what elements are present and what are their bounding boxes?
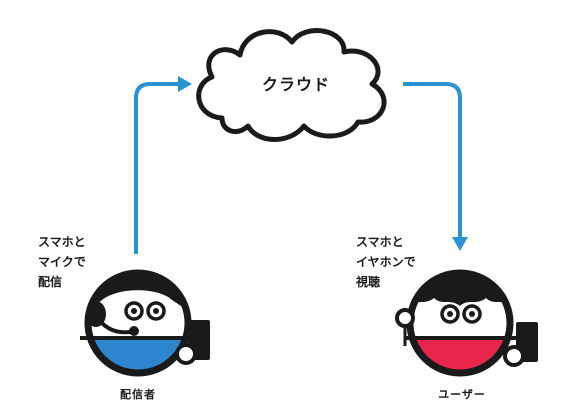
cloud-icon xyxy=(196,28,387,142)
headset-mic-icon xyxy=(86,301,139,336)
viewer-eyes xyxy=(440,304,482,324)
broadcaster-role-label: 配信者 xyxy=(120,387,156,401)
viewer-avatar xyxy=(395,269,538,377)
upload-arrow xyxy=(134,76,192,254)
broadcaster-description: スマホと マイクで 配信 xyxy=(38,235,90,289)
earphone-icon xyxy=(395,308,415,346)
smartphone-icon xyxy=(175,320,210,365)
viewer-role-label: ユーザー xyxy=(438,388,486,401)
viewer-description: スマホと イヤホンで 視聴 xyxy=(355,235,420,289)
cloud-node: クラウド xyxy=(196,28,387,142)
broadcaster-eyes xyxy=(124,301,166,321)
broadcaster-avatar xyxy=(80,269,210,377)
smartphone-icon xyxy=(503,322,538,367)
download-arrow xyxy=(403,82,468,251)
cloud-label: クラウド xyxy=(262,75,330,94)
